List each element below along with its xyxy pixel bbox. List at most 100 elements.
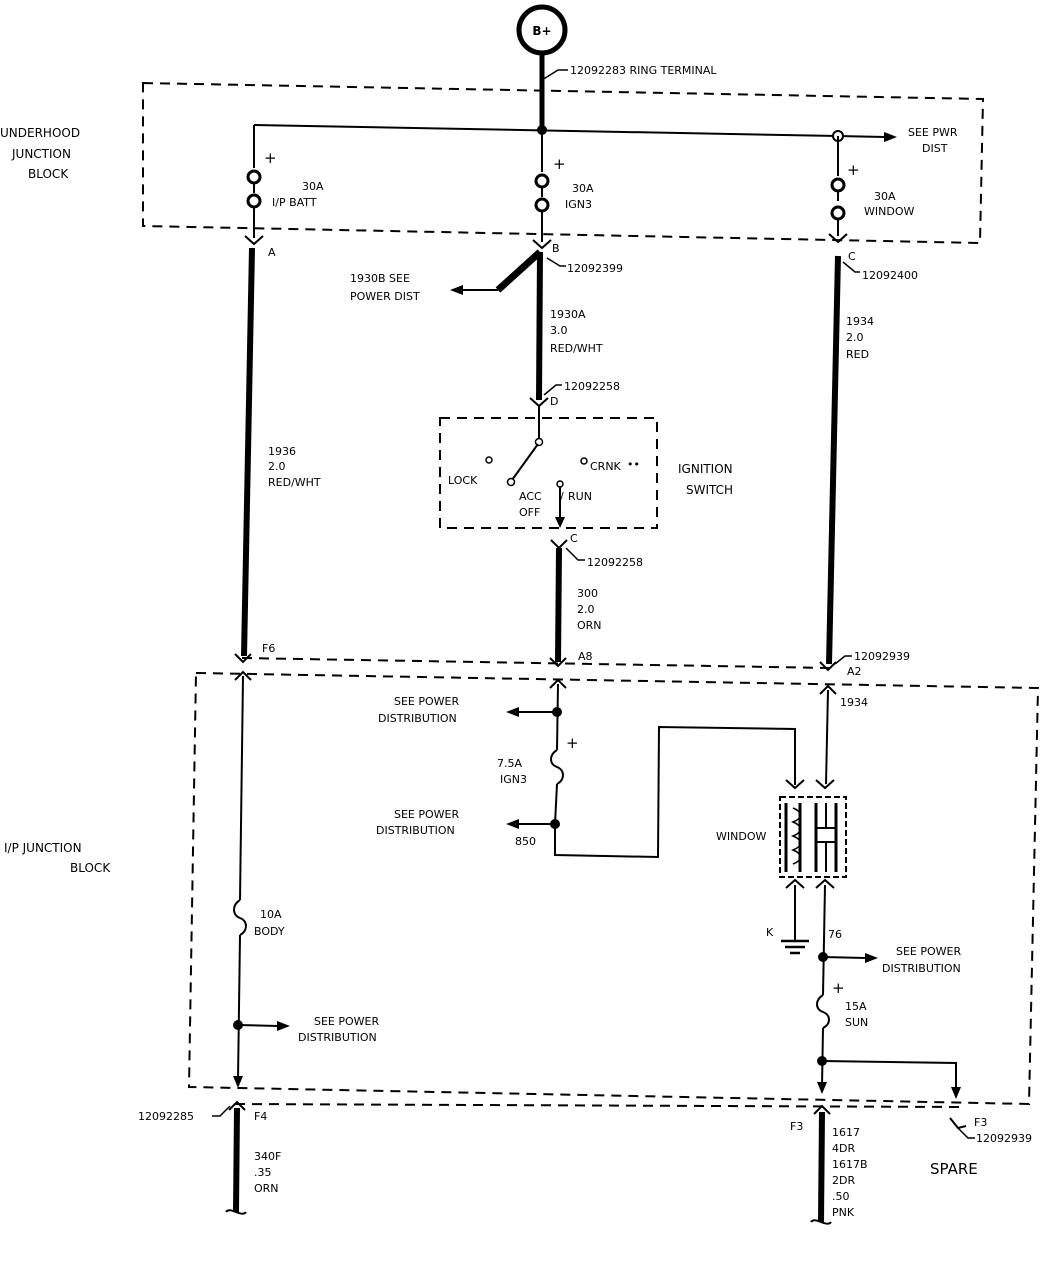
ignition-acc-label: ACC — [519, 490, 542, 503]
wire-1617-l5: .50 — [832, 1190, 850, 1203]
connector-f4-part: 12092285 — [138, 1110, 194, 1123]
wire-1934-color: RED — [846, 348, 869, 361]
mid-connector-terminals — [234, 653, 837, 695]
connector-f4-label: F4 — [254, 1110, 267, 1123]
wire-1617-l2: 4DR — [832, 1142, 855, 1155]
connector-a2-leader — [834, 655, 852, 665]
wire-1934 — [826, 255, 841, 665]
ring-terminal-label: 12092283 RING TERMINAL — [570, 64, 717, 77]
fuse-ign3-ip-name: IGN3 — [500, 773, 527, 786]
wire-340f-break — [225, 1209, 247, 1215]
fuse-ign3-ip — [550, 749, 564, 785]
connector-d-leader — [543, 384, 562, 396]
wire-300-color: ORN — [577, 619, 602, 632]
wire-1934-gauge: 2.0 — [846, 331, 864, 344]
see-pwr-dist-line1: SEE PWR — [908, 126, 958, 139]
underhood-label-line3: BLOCK — [28, 167, 69, 181]
ignition-crnk-dots: •• — [627, 458, 640, 471]
branch-1930b-arrowhead — [450, 285, 463, 295]
sun-see-power-arrowhead — [865, 953, 878, 963]
connector-c-switch-label: C — [570, 532, 578, 545]
bottom-connector-terminals — [228, 1100, 831, 1115]
ip-left-wire-lower — [237, 934, 241, 1081]
connector-a8-label: A8 — [578, 650, 593, 663]
sun-see-power-line — [822, 956, 867, 959]
connector-b-leader — [546, 257, 566, 267]
ign3-bottom-see-power-arrowhead — [506, 819, 519, 829]
fuse-window — [828, 136, 848, 244]
ip-right-wire-top — [825, 689, 829, 785]
ip-junction-block-outline — [187, 671, 1040, 1106]
connector-f3-spare-leader — [957, 1127, 975, 1139]
sun-see-power-line2: DISTRIBUTION — [882, 962, 961, 975]
wire-1936 — [241, 247, 255, 657]
relay-window-label: WINDOW — [716, 830, 766, 843]
ign3-top-see-power-line1: SEE POWER — [394, 695, 459, 708]
underhood-label-line2: JUNCTION — [11, 147, 71, 161]
connector-c-top-part: 12092400 — [862, 269, 918, 282]
window-relay — [779, 779, 847, 889]
see-pwr-dist-arrowhead — [884, 132, 897, 142]
ign3-top-see-power-arrowhead — [506, 707, 519, 717]
battery-source-label: B+ — [532, 24, 551, 38]
fuse-window-plus: + — [847, 161, 860, 179]
ign3-top-see-power-line2: DISTRIBUTION — [378, 712, 457, 725]
fuse-ign3-plus: + — [553, 155, 566, 173]
connector-c-switch-part: 12092258 — [587, 556, 643, 569]
spare-branch-wire — [821, 1060, 957, 1090]
wire-1617-l6: PNK — [832, 1206, 855, 1219]
ignition-run-divider: / — [560, 490, 564, 503]
fuse-body-name: BODY — [254, 925, 285, 938]
branch-1930b-wire — [495, 249, 543, 293]
connector-c-top-leader — [842, 261, 860, 273]
fuse-body-rating: 10A — [260, 908, 282, 921]
see-pwr-dist-arrow-line — [837, 135, 886, 138]
underhood-label-line1: UNDERHOOD — [0, 126, 80, 140]
fuse-ign3-ip-rating: 7.5A — [497, 757, 522, 770]
wire-300-gauge: 2.0 — [577, 603, 595, 616]
f6-a8-a2-connector-line — [241, 657, 831, 669]
ign3-bottom-see-power-line1: SEE POWER — [394, 808, 459, 821]
relay-k-label: K — [766, 926, 774, 939]
wire-1930a-color: RED/WHT — [550, 342, 603, 355]
ip-right-wire-mid — [822, 884, 826, 996]
f4-f3-connector-line — [234, 1103, 961, 1108]
branch-1930b-line1: 1930B SEE — [350, 272, 410, 285]
fuse-sun-name: SUN — [845, 1016, 868, 1029]
connector-f3-spare-terminal — [949, 1117, 967, 1130]
fuse-ip-batt — [244, 125, 264, 246]
fuse-ign3 — [532, 130, 552, 250]
fuse-sun — [816, 994, 830, 1029]
ignition-switch-contacts — [485, 406, 588, 528]
body-see-power-line2: DISTRIBUTION — [298, 1031, 377, 1044]
fuse-ip-batt-rating: 30A — [302, 180, 324, 193]
ignition-lock-label: LOCK — [448, 474, 478, 487]
wire-340f-color: ORN — [254, 1182, 279, 1195]
connector-c-top-label: C — [848, 250, 856, 263]
ground-icon — [781, 939, 809, 955]
wire-1617 — [818, 1111, 825, 1223]
ignition-off-label: OFF — [519, 506, 540, 519]
splice-850-label: 850 — [515, 835, 536, 848]
connector-b-label: B — [552, 242, 560, 255]
connector-d-label: D — [550, 395, 558, 408]
wire-1930a-num: 1930A — [550, 308, 586, 321]
branch-1930b-line2: POWER DIST — [350, 290, 420, 303]
ignition-crnk-label: CRNK — [590, 460, 622, 473]
wire-1617-l1: 1617 — [832, 1126, 860, 1139]
connector-a2-part: 12092939 — [854, 650, 910, 663]
ring-terminal-leader — [541, 69, 568, 81]
connector-b-part: 12092399 — [567, 262, 623, 275]
connector-c-switch-terminal — [550, 539, 568, 550]
ignition-switch-outline — [439, 417, 658, 529]
fuse-ign3-rating: 30A — [572, 182, 594, 195]
fuse-window-name: WINDOW — [864, 205, 914, 218]
wire-1936-num: 1936 — [268, 445, 296, 458]
wire-300-num: 300 — [577, 587, 598, 600]
fuse-ign3-name: IGN3 — [565, 198, 592, 211]
wire-1936-gauge: 2.0 — [268, 460, 286, 473]
ip-left-arrowhead — [233, 1076, 243, 1088]
body-see-power-arrowhead — [277, 1021, 290, 1031]
connector-f4-leader — [212, 1105, 231, 1117]
ip-block-label-line1: I/P JUNCTION — [4, 841, 82, 855]
